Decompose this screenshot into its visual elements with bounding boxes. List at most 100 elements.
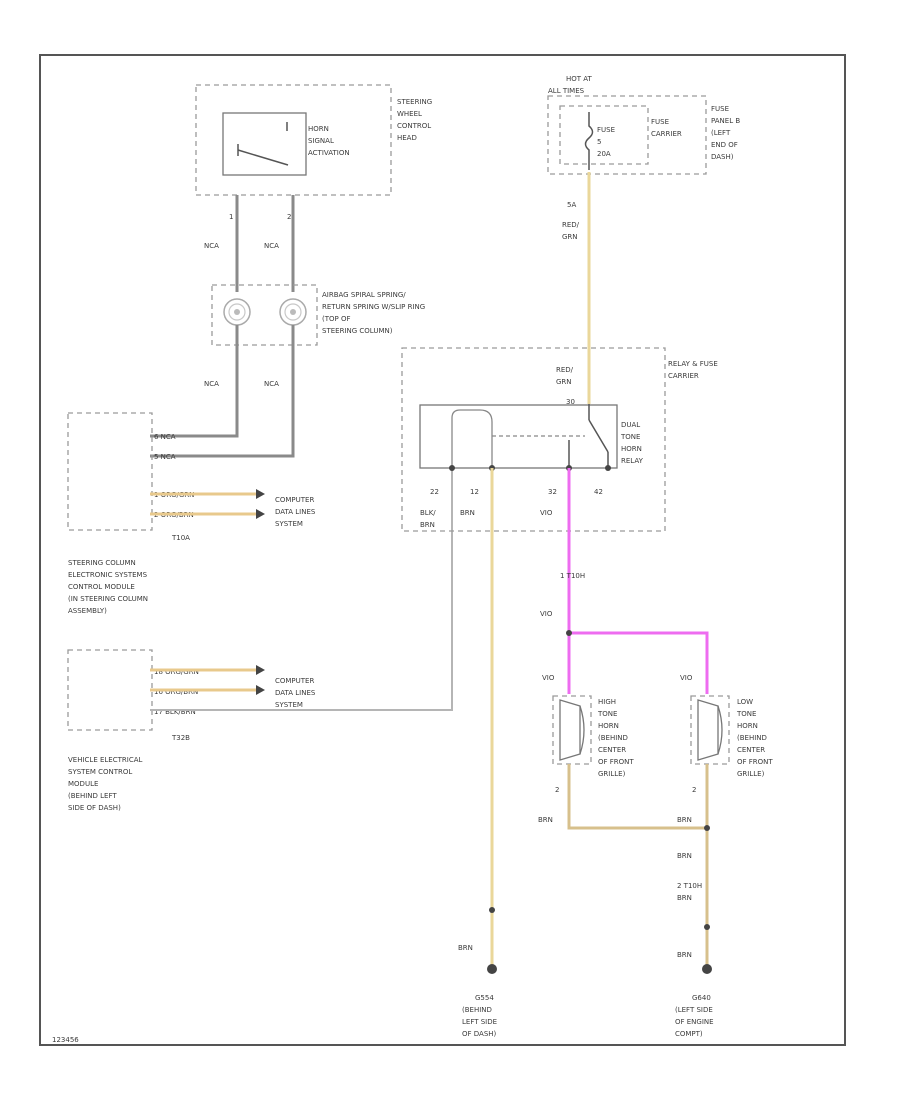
svg-text:HORN: HORN [598,722,619,730]
svg-text:(BEHIND: (BEHIND [737,734,767,742]
svg-text:CENTER: CENTER [598,746,626,754]
svg-text:PANEL B: PANEL B [711,117,740,125]
horn-switch-label: HORN SIGNAL ACTIVATION [308,125,350,157]
svg-text:12: 12 [470,488,479,496]
relay-pin-22-node [449,465,455,471]
vio-wire-color: VIO [540,610,553,618]
svg-text:GRILLE): GRILLE) [737,770,765,778]
high-horn-pin: 2 [555,786,559,794]
svg-text:5: 5 [597,138,601,146]
spiral-spring-label: AIRBAG SPIRAL SPRING/ RETURN SPRING W/SL… [322,291,425,335]
svg-text:HORN: HORN [621,445,642,453]
horn-switch-icon [237,122,289,166]
svg-text:(LEFT: (LEFT [711,129,731,137]
svg-text:FUSE: FUSE [597,126,615,134]
wire-color-nca-2: NCA [264,242,279,250]
svg-text:SYSTEM: SYSTEM [275,701,303,709]
svg-text:CARRIER: CARRIER [668,372,699,380]
fuse-panel-label: FUSE PANEL B (LEFT END OF DASH) [711,105,740,161]
low-ground-connector-node [704,924,710,930]
svg-text:DATA LINES: DATA LINES [275,689,316,697]
svg-text:OF DASH): OF DASH) [462,1030,497,1038]
svg-text:AIRBAG SPIRAL SPRING/: AIRBAG SPIRAL SPRING/ [322,291,406,299]
svg-text:FUSE: FUSE [651,118,669,126]
relay-carrier-label: RELAY & FUSE CARRIER [668,360,718,380]
low-ground-connector: 2 T10H [677,882,702,890]
fuse-panel-boundary [547,95,707,175]
module-1-pin-labels: 6 NCA 5 NCA 1 ORG/GRN 2 ORG/BRN [154,433,194,519]
svg-text:COMPUTER: COMPUTER [275,677,314,685]
module-2-pin-labels: 18 ORG/GRN 16 ORG/BRN 17 BLK/BRN [154,668,199,716]
svg-text:5 NCA: 5 NCA [154,453,176,461]
svg-text:GRN: GRN [562,233,578,241]
svg-text:TONE: TONE [736,710,756,718]
hot-at-all-times-label: HOT AT ALL TIMES [548,75,593,95]
wire-brn-high-horn-to-splice [567,764,707,830]
svg-text:WHEEL: WHEEL [397,110,422,118]
module-2-connector: T32B [171,734,190,742]
svg-text:RED/: RED/ [562,221,580,229]
svg-text:HIGH: HIGH [598,698,616,706]
svg-text:HORN: HORN [737,722,758,730]
svg-text:32: 32 [548,488,557,496]
switch-pin-1: 1 [229,213,233,221]
svg-text:DATA LINES: DATA LINES [275,508,316,516]
low-horn-ground-color: BRN [677,816,692,824]
brn-ground-splice [704,825,710,831]
svg-text:18 ORG/GRN: 18 ORG/GRN [154,668,199,676]
high-horn-icon [559,699,585,761]
svg-text:BLK/: BLK/ [420,509,436,517]
svg-text:COMPT): COMPT) [675,1030,703,1038]
svg-text:HOT AT: HOT AT [566,75,593,83]
svg-text:VIO: VIO [540,509,553,517]
low-horn-icon [697,699,723,761]
svg-text:42: 42 [594,488,603,496]
svg-text:CONTROL: CONTROL [397,122,431,130]
fuse-label: FUSE 5 20A [597,126,615,158]
vio-connector: 1 T10H [560,572,585,580]
svg-text:END OF: END OF [711,141,738,149]
arrow-data-line-1b [256,509,265,519]
low-ground-color-end: BRN [677,951,692,959]
svg-text:CENTER: CENTER [737,746,765,754]
steering-head-label: STEERING WHEEL CONTROL HEAD [397,98,432,142]
svg-text:17 BLK/BRN: 17 BLK/BRN [154,708,196,716]
svg-text:HORN: HORN [308,125,329,133]
relay-pin-colors: BLK/ BRN BRN VIO [420,509,553,529]
svg-text:FUSE: FUSE [711,105,729,113]
svg-text:HEAD: HEAD [397,134,417,142]
ground-g640-label: G640 (LEFT SIDE OF ENGINE COMPT) [675,994,714,1038]
wire-blk-brn-module-2-to-relay [150,468,453,711]
footer-code: 123456 [52,1036,79,1044]
relay-label: DUAL TONE HORN RELAY [620,421,644,465]
svg-text:TONE: TONE [620,433,640,441]
svg-text:BRN: BRN [420,521,435,529]
wire-nca-2-lower [150,325,295,458]
svg-text:STEERING: STEERING [397,98,432,106]
svg-text:(BEHIND LEFT: (BEHIND LEFT [68,792,117,800]
ground-g554-icon [487,964,497,974]
wire-color-nca-1: NCA [204,242,219,250]
svg-text:SIDE OF DASH): SIDE OF DASH) [68,804,121,812]
svg-text:RETURN SPRING W/SLIP RING: RETURN SPRING W/SLIP RING [322,303,425,311]
ground-g554-label: G554 (BEHIND LEFT SIDE OF DASH) [462,994,497,1038]
module-1-connector: T10A [171,534,190,542]
relay-contact-icon [568,404,609,468]
svg-text:VEHICLE ELECTRICAL: VEHICLE ELECTRICAL [68,756,142,764]
svg-text:6 NCA: 6 NCA [154,433,176,441]
svg-text:OF ENGINE: OF ENGINE [675,1018,714,1026]
module-2-label: VEHICLE ELECTRICAL SYSTEM CONTROL MODULE… [68,756,142,812]
svg-text:G640: G640 [692,994,711,1002]
svg-text:ELECTRONIC SYSTEMS: ELECTRONIC SYSTEMS [68,571,148,579]
svg-text:ALL TIMES: ALL TIMES [548,87,585,95]
module-1-boundary [67,412,153,531]
svg-text:RELAY: RELAY [621,457,644,465]
svg-text:CONTROL MODULE: CONTROL MODULE [68,583,135,591]
wire-color-nca-3: NCA [204,380,219,388]
g554-connector-node [489,907,495,913]
svg-text:16 ORG/BRN: 16 ORG/BRN [154,688,198,696]
svg-text:STEERING COLUMN: STEERING COLUMN [68,559,136,567]
low-ground-color-top: BRN [677,852,692,860]
module-2-boundary [67,649,153,731]
